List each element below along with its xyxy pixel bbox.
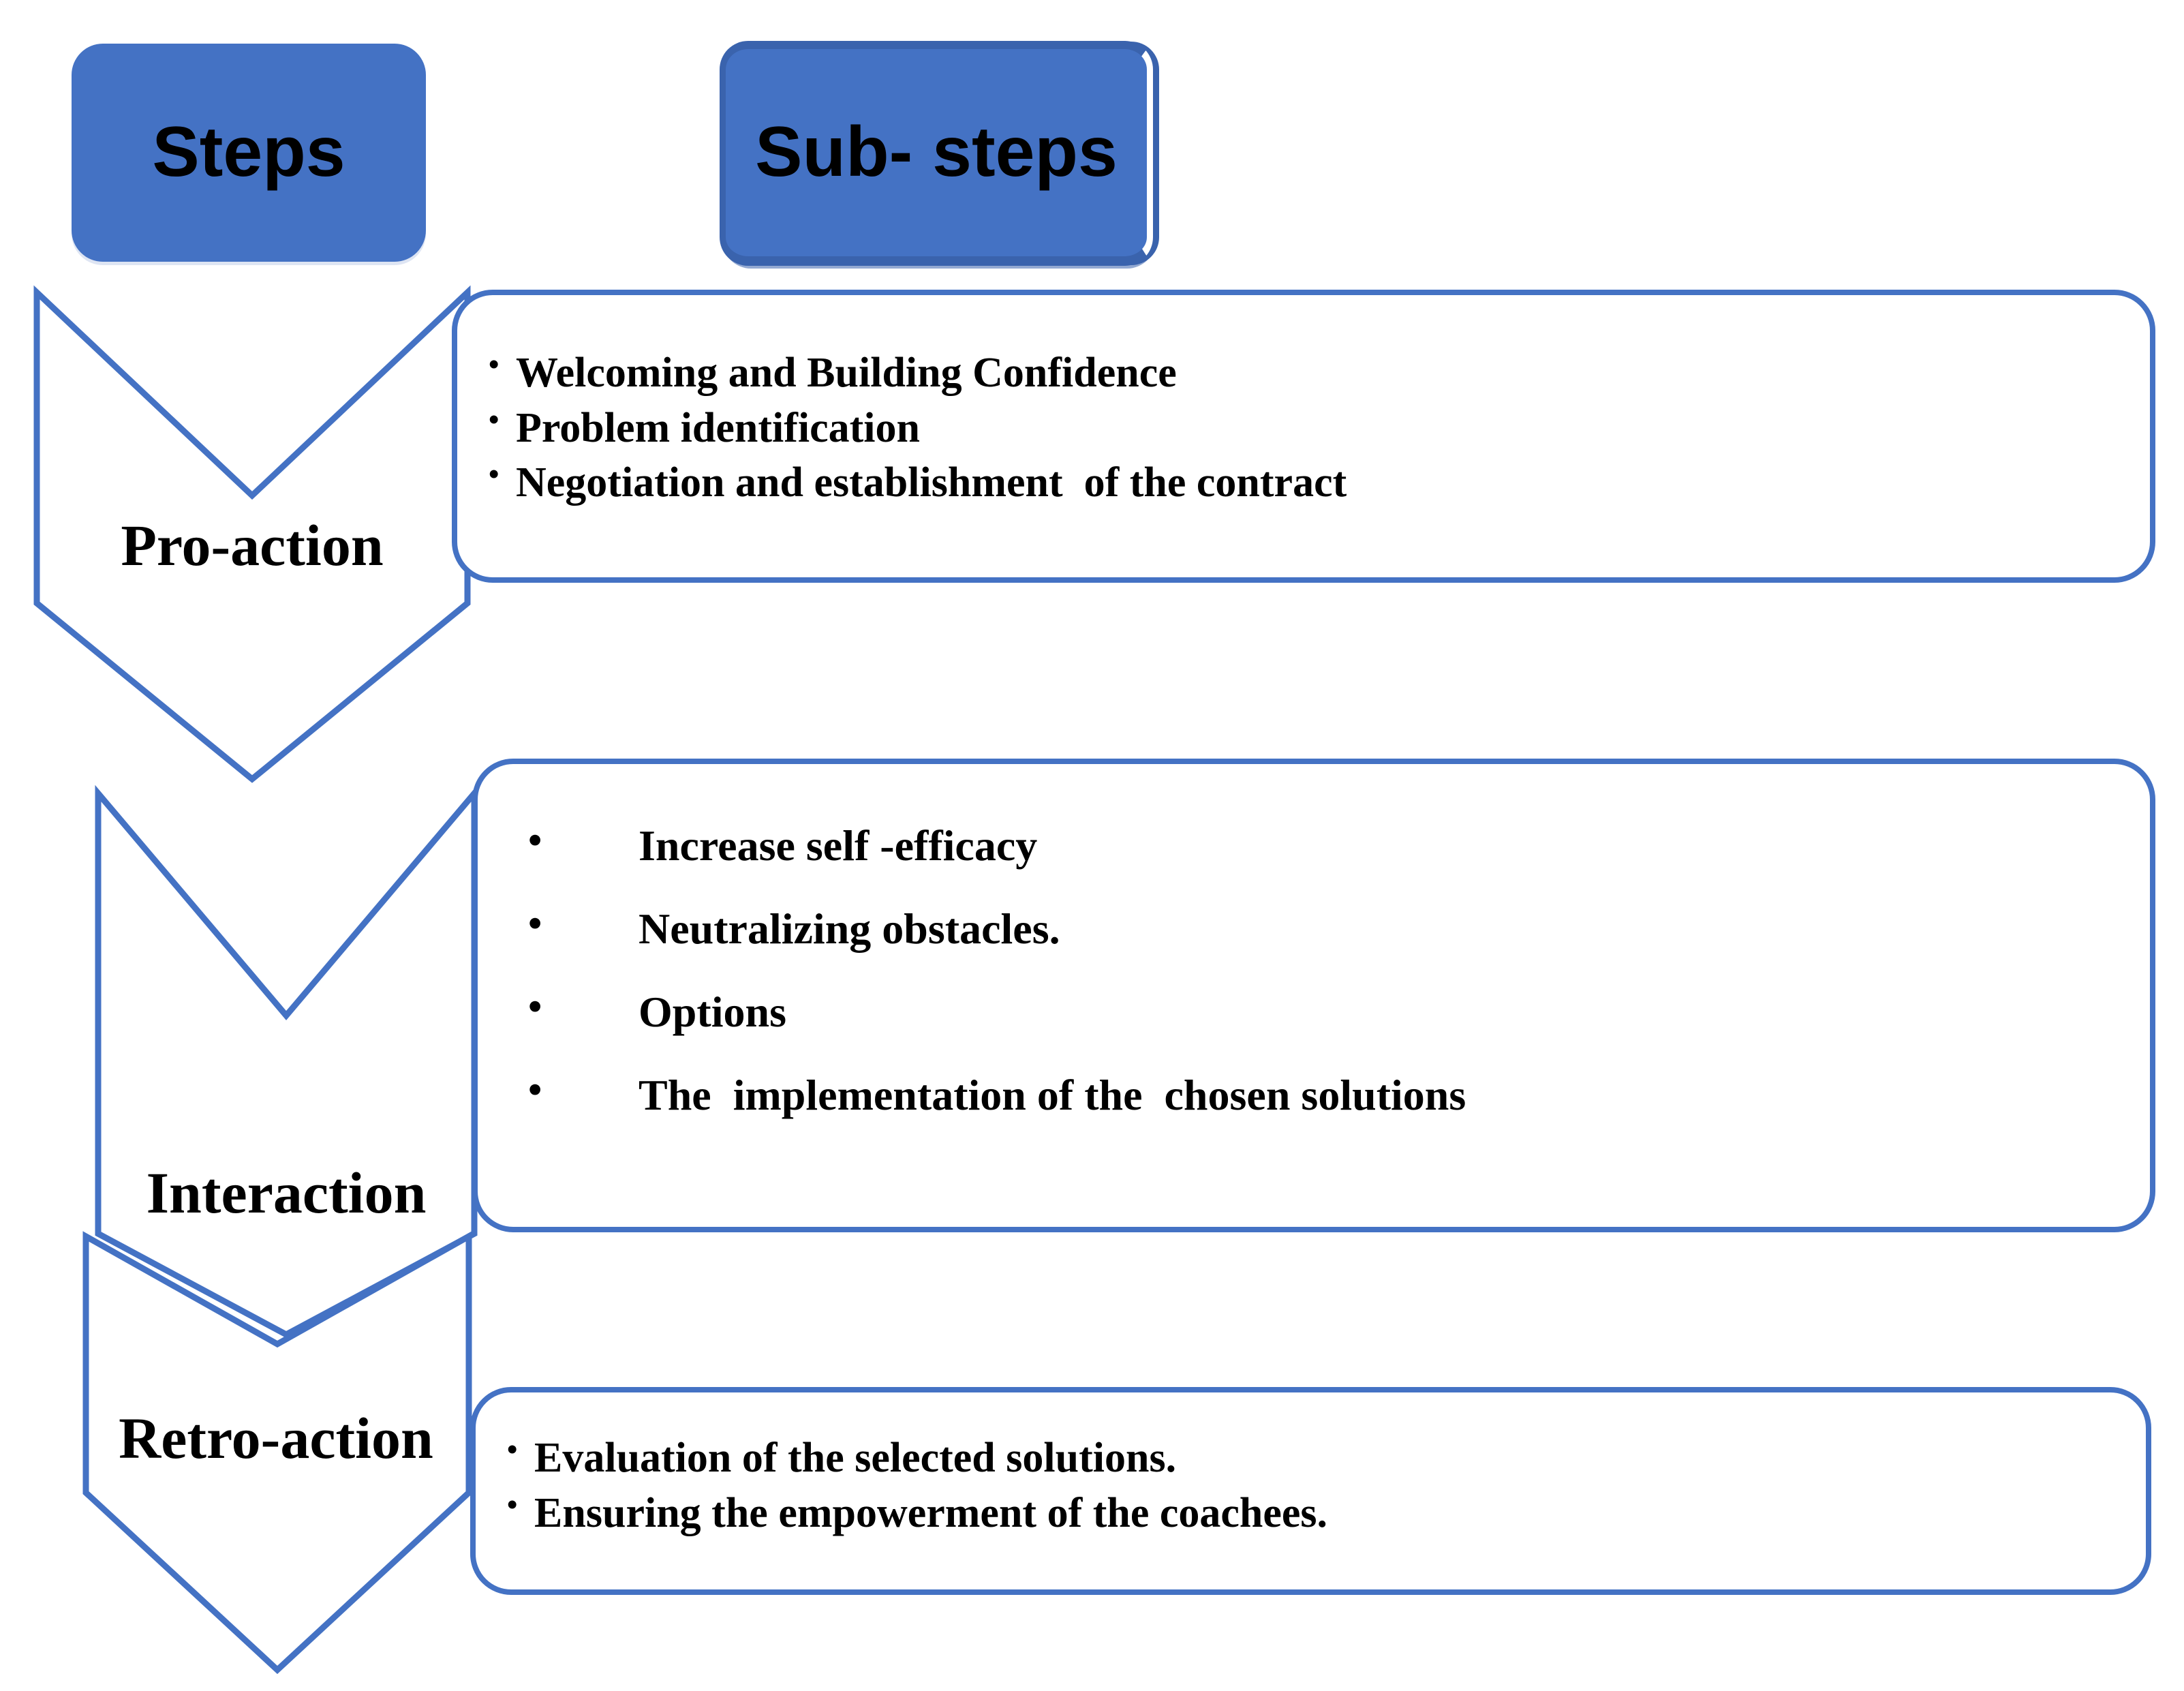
chevron-label-retro-action: Retro-action xyxy=(119,1405,433,1471)
list-item: Negotiation and establishment of the con… xyxy=(489,455,2123,511)
chevron-label-interaction: Interaction xyxy=(146,1160,427,1225)
list-item: Ensuring the empowerment of the coachees… xyxy=(507,1485,2119,1541)
list-item: Neutralizing obstacles. xyxy=(509,904,2123,951)
bullet-list-retro-action: Evaluation of the selected solutions. En… xyxy=(507,1430,2119,1541)
sub-steps-column-header-label: Sub- steps xyxy=(755,112,1118,192)
chevron-label-pro-action: Pro-action xyxy=(121,513,384,578)
steps-column-header-label: Steps xyxy=(152,112,345,192)
sub-steps-box-pro-action: Welcoming and Building Confidence Proble… xyxy=(452,290,2155,583)
sub-steps-box-retro-action: Evaluation of the selected solutions. En… xyxy=(470,1387,2151,1595)
steps-column-header[interactable]: Steps xyxy=(72,44,426,262)
chevron-shape-icon xyxy=(95,784,478,1339)
bullet-list-interaction: Increase self -efficacy Neutralizing obs… xyxy=(509,821,2123,1117)
list-item: Welcoming and Building Confidence xyxy=(489,345,2123,401)
chevron-shape-icon xyxy=(82,1231,472,1675)
list-item: Increase self -efficacy xyxy=(509,821,2123,868)
list-item: The implementation of the chosen solutio… xyxy=(509,1070,2123,1117)
chevron-pro-action[interactable] xyxy=(27,283,477,787)
chevron-interaction[interactable] xyxy=(89,784,484,1343)
list-item: Evaluation of the selected solutions. xyxy=(507,1430,2119,1486)
list-item: Options xyxy=(509,987,2123,1034)
list-item: Problem identification xyxy=(489,400,2123,456)
sub-steps-box-interaction: Increase self -efficacy Neutralizing obs… xyxy=(472,759,2155,1232)
chevron-shape-icon xyxy=(33,285,471,783)
chevron-retro-action[interactable] xyxy=(76,1227,478,1677)
sub-steps-column-header[interactable]: Sub- steps xyxy=(720,41,1153,266)
bullet-list-pro-action: Welcoming and Building Confidence Proble… xyxy=(489,345,2123,511)
